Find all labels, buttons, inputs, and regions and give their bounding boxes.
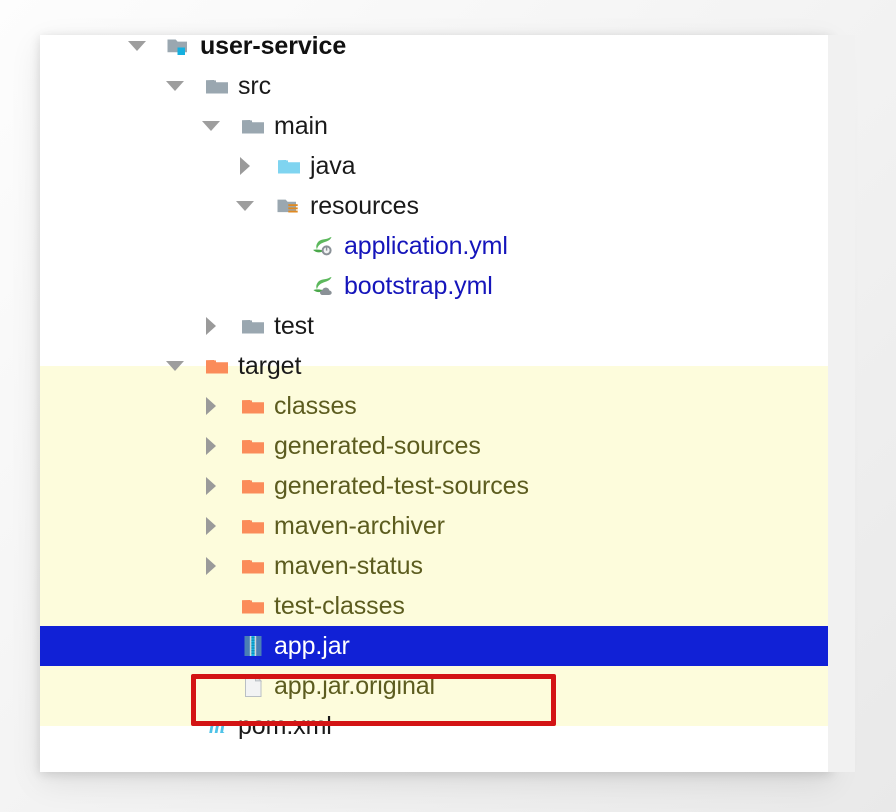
tree-row-java[interactable]: java xyxy=(40,146,831,186)
tree-node-label: test xyxy=(274,312,314,340)
tree-node-label: generated-sources xyxy=(274,432,481,460)
svg-text:m: m xyxy=(209,714,225,738)
vertical-scrollbar-track[interactable] xyxy=(828,35,855,772)
tree-row-classes[interactable]: classes xyxy=(40,386,831,426)
tree-row-test-classes[interactable]: test-classes xyxy=(40,586,831,626)
excluded-folder-icon xyxy=(240,593,266,619)
chevron-right-icon[interactable] xyxy=(202,397,220,415)
tree-node-label: app.jar xyxy=(274,632,350,660)
tree-node-label: maven-archiver xyxy=(274,512,445,540)
triangle-glyph xyxy=(206,437,216,455)
tree-row-test[interactable]: test xyxy=(40,306,831,346)
chevron-down-icon[interactable] xyxy=(202,117,220,135)
chevron-right-icon[interactable] xyxy=(236,157,254,175)
tree-node-label: user-service xyxy=(200,35,347,60)
tree-row-resources[interactable]: resources xyxy=(40,186,831,226)
resources-folder-icon xyxy=(276,193,302,219)
chevron-down-icon[interactable] xyxy=(236,197,254,215)
chevron-down-icon[interactable] xyxy=(166,357,184,375)
chevron-right-icon[interactable] xyxy=(202,557,220,575)
tree-node-label: classes xyxy=(274,392,357,420)
tree-row-src[interactable]: src xyxy=(40,66,831,106)
triangle-glyph xyxy=(206,477,216,495)
tree-row-generated-sources[interactable]: generated-sources xyxy=(40,426,831,466)
excluded-folder-icon xyxy=(240,433,266,459)
triangle-glyph xyxy=(202,121,220,131)
tree-row-app-jar[interactable]: app.jar xyxy=(40,626,831,666)
tree-node-label: src xyxy=(238,72,272,100)
source-folder-icon xyxy=(276,153,302,179)
maven-pom-icon: m xyxy=(204,713,230,739)
tree-node-label: pom.xml xyxy=(238,712,332,740)
tree-node-label: generated-test-sources xyxy=(274,472,529,500)
chevron-down-icon[interactable] xyxy=(128,37,146,55)
tree-row-maven-archiver[interactable]: maven-archiver xyxy=(40,506,831,546)
tree-node-label: test-classes xyxy=(274,592,405,620)
archive-jar-icon xyxy=(240,633,266,659)
triangle-glyph xyxy=(206,397,216,415)
tree-node-label: main xyxy=(274,112,328,140)
chevron-right-icon[interactable] xyxy=(202,517,220,535)
triangle-glyph xyxy=(166,361,184,371)
tree-row-user-service[interactable]: user-service xyxy=(40,35,831,66)
triangle-glyph xyxy=(206,557,216,575)
tree-row-bootstrap-yml[interactable]: bootstrap.yml xyxy=(40,266,831,306)
module-folder-icon xyxy=(166,35,192,59)
chevron-right-icon[interactable] xyxy=(202,317,220,335)
tree-node-label: application.yml xyxy=(344,232,508,260)
chevron-down-icon[interactable] xyxy=(166,77,184,95)
tree-node-label: maven-status xyxy=(274,552,423,580)
tree-row-pom-xml[interactable]: m pom.xml xyxy=(40,706,831,746)
triangle-glyph xyxy=(240,157,250,175)
spring-cloud-yaml-icon xyxy=(310,273,336,299)
excluded-folder-icon xyxy=(240,553,266,579)
tree-node-label: java xyxy=(310,152,356,180)
excluded-folder-icon xyxy=(240,393,266,419)
tree-row-main[interactable]: main xyxy=(40,106,831,146)
triangle-glyph xyxy=(206,317,216,335)
tree-node-label: bootstrap.yml xyxy=(344,272,493,300)
triangle-glyph xyxy=(128,41,146,51)
excluded-folder-icon xyxy=(240,473,266,499)
folder-icon xyxy=(240,313,266,339)
folder-icon xyxy=(240,113,266,139)
chevron-right-icon[interactable] xyxy=(202,437,220,455)
excluded-folder-highlight-band xyxy=(40,366,831,726)
tree-row-maven-status[interactable]: maven-status xyxy=(40,546,831,586)
triangle-glyph xyxy=(166,81,184,91)
spring-yaml-icon xyxy=(310,233,336,259)
tree-node-label: app.jar.original xyxy=(274,672,436,700)
tree-row-generated-test-sources[interactable]: generated-test-sources xyxy=(40,466,831,506)
chevron-right-icon[interactable] xyxy=(202,477,220,495)
folder-icon xyxy=(204,73,230,99)
plain-file-icon xyxy=(240,673,266,699)
tree-row-app-jar-original[interactable]: app.jar.original xyxy=(40,666,831,706)
tree-row-application-yml[interactable]: application.yml xyxy=(40,226,831,266)
excluded-folder-icon xyxy=(240,513,266,539)
tree-row-target[interactable]: target xyxy=(40,346,831,386)
triangle-glyph xyxy=(236,201,254,211)
triangle-glyph xyxy=(206,517,216,535)
tree-node-label: resources xyxy=(310,192,419,220)
tree-node-label: target xyxy=(238,352,302,380)
excluded-folder-icon xyxy=(204,353,230,379)
